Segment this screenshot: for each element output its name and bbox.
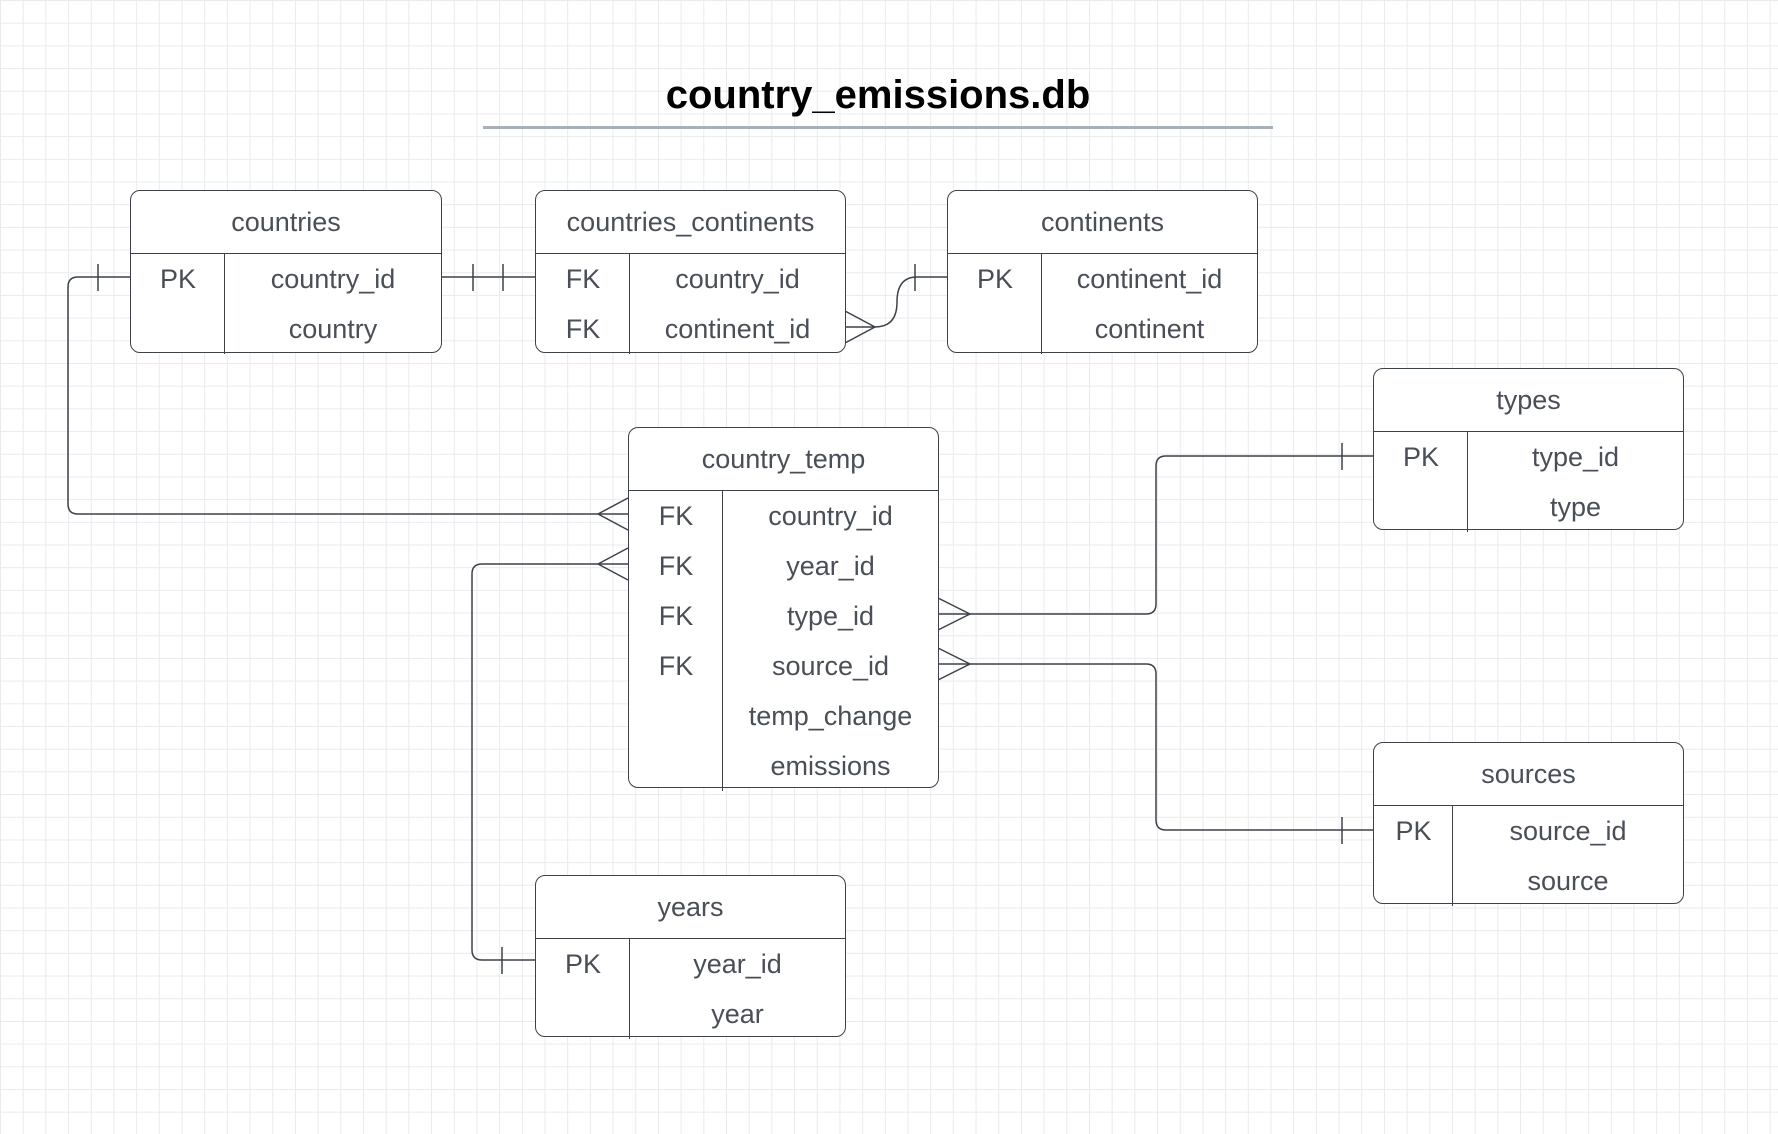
entity-title: years bbox=[536, 876, 845, 939]
field-row[interactable]: country bbox=[131, 304, 441, 354]
field-row[interactable]: continent bbox=[948, 304, 1257, 354]
entity-types[interactable]: types PK type_id type bbox=[1373, 368, 1684, 532]
field-name: source_id bbox=[1509, 816, 1627, 846]
key-badge: FK bbox=[658, 601, 694, 631]
field-row[interactable]: FK country_id bbox=[536, 254, 845, 304]
field-row[interactable]: PK continent_id bbox=[948, 254, 1257, 304]
entity-title: sources bbox=[1374, 743, 1683, 806]
key-column-divider bbox=[1374, 806, 1453, 906]
entity-title: types bbox=[1374, 369, 1683, 432]
link-countries-continents-continents bbox=[845, 276, 947, 328]
entity-countries[interactable]: countries PK country_id country bbox=[130, 190, 442, 354]
entity-years[interactable]: years PK year_id year bbox=[535, 875, 846, 1039]
field-row[interactable]: temp_change bbox=[629, 691, 938, 741]
key-column-divider bbox=[536, 939, 630, 1039]
field-name: type bbox=[1549, 492, 1602, 522]
key-column-divider bbox=[629, 491, 723, 791]
field-row[interactable]: FK continent_id bbox=[536, 304, 845, 354]
key-column-divider bbox=[948, 254, 1042, 354]
entity-country-temp[interactable]: country_temp FK country_id FK year_id FK… bbox=[628, 427, 939, 791]
diagram-title: country_emissions.db bbox=[483, 66, 1273, 129]
field-row[interactable]: source bbox=[1374, 856, 1683, 906]
key-badge: FK bbox=[565, 264, 601, 294]
field-name: source bbox=[1527, 866, 1609, 896]
entity-countries-continents[interactable]: countries_continents FK country_id FK co… bbox=[535, 190, 846, 354]
crow-foot-country-temp-type bbox=[937, 597, 971, 631]
crow-foot-country-temp-country bbox=[597, 497, 629, 531]
field-row[interactable]: PK source_id bbox=[1374, 806, 1683, 856]
field-name: continent_id bbox=[664, 314, 811, 344]
key-column-divider bbox=[1374, 432, 1468, 532]
field-name: year_id bbox=[786, 551, 875, 581]
field-row[interactable]: PK country_id bbox=[131, 254, 441, 304]
field-name: type_id bbox=[786, 601, 875, 631]
field-name: year bbox=[711, 999, 764, 1029]
key-badge: FK bbox=[565, 314, 601, 344]
entity-sources[interactable]: sources PK source_id source bbox=[1373, 742, 1684, 906]
field-row[interactable]: type bbox=[1374, 482, 1683, 532]
field-row[interactable]: emissions bbox=[629, 741, 938, 791]
field-row[interactable]: FK country_id bbox=[629, 491, 938, 541]
key-badge: PK bbox=[1395, 816, 1432, 846]
link-country-temp-years bbox=[471, 563, 628, 961]
link-country-temp-types bbox=[938, 455, 1373, 615]
key-badge: FK bbox=[658, 551, 694, 581]
entity-title: continents bbox=[948, 191, 1257, 254]
link-country-temp-sources bbox=[938, 663, 1373, 831]
field-name: temp_change bbox=[748, 701, 913, 731]
entity-title: country_temp bbox=[629, 428, 938, 491]
field-name: country_id bbox=[768, 501, 893, 531]
key-badge: FK bbox=[658, 501, 694, 531]
field-name: source_id bbox=[771, 651, 890, 681]
crow-foot-countries-continents bbox=[844, 310, 876, 344]
key-badge: PK bbox=[159, 264, 197, 294]
key-column-divider bbox=[536, 254, 630, 354]
crow-foot-country-temp-source bbox=[937, 647, 971, 681]
field-row[interactable]: PK type_id bbox=[1374, 432, 1683, 482]
field-name: country_id bbox=[270, 264, 396, 294]
field-name: country_id bbox=[675, 264, 800, 294]
field-name: continent bbox=[1094, 314, 1205, 344]
field-row[interactable]: year bbox=[536, 989, 845, 1039]
field-row[interactable]: FK source_id bbox=[629, 641, 938, 691]
field-name: continent_id bbox=[1076, 264, 1223, 294]
key-badge: PK bbox=[976, 264, 1014, 294]
field-name: type_id bbox=[1531, 442, 1620, 472]
key-badge: PK bbox=[1402, 442, 1440, 472]
key-badge: FK bbox=[658, 651, 694, 681]
entity-title: countries_continents bbox=[536, 191, 845, 254]
crow-foot-country-temp-year bbox=[597, 547, 629, 581]
link-countries-country-temp bbox=[67, 276, 628, 515]
key-badge: PK bbox=[564, 949, 602, 979]
entity-title: countries bbox=[131, 191, 441, 254]
field-row[interactable]: FK year_id bbox=[629, 541, 938, 591]
field-name: country bbox=[288, 314, 378, 344]
entity-continents[interactable]: continents PK continent_id continent bbox=[947, 190, 1258, 354]
field-row[interactable]: PK year_id bbox=[536, 939, 845, 989]
key-column-divider bbox=[131, 254, 225, 354]
field-name: emissions bbox=[770, 751, 891, 781]
field-name: year_id bbox=[693, 949, 782, 979]
field-row[interactable]: FK type_id bbox=[629, 591, 938, 641]
